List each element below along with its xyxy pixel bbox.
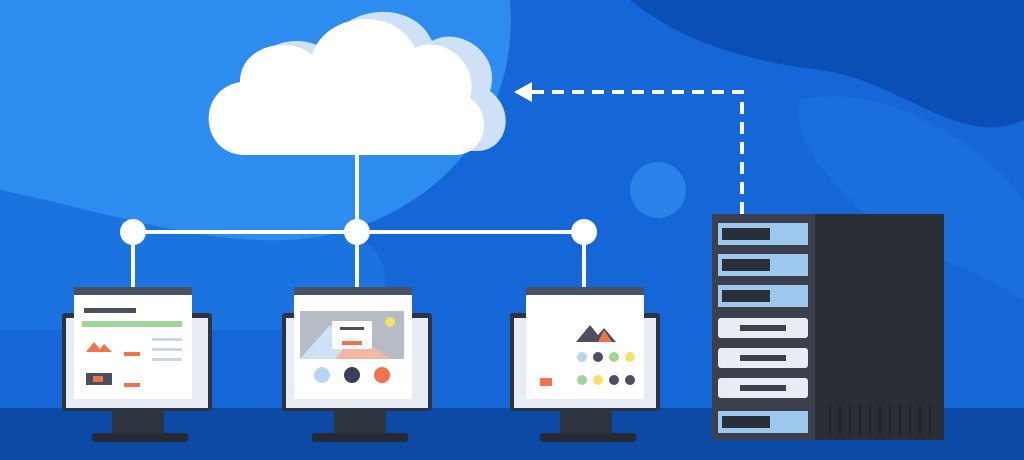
network-node-right [571,219,597,245]
monitor-center [282,287,432,442]
arrow-head-icon [514,82,532,102]
cloud-icon [208,11,506,155]
monitor-right [510,287,660,442]
upload-arrow [514,82,744,214]
monitor-left [62,287,212,442]
background-blob-right [798,96,1024,300]
background-circle [630,162,686,218]
server-rack-icon [712,214,944,440]
network-node-center [344,219,370,245]
background-blob-dark [630,0,1024,128]
network-node-left [120,219,146,245]
